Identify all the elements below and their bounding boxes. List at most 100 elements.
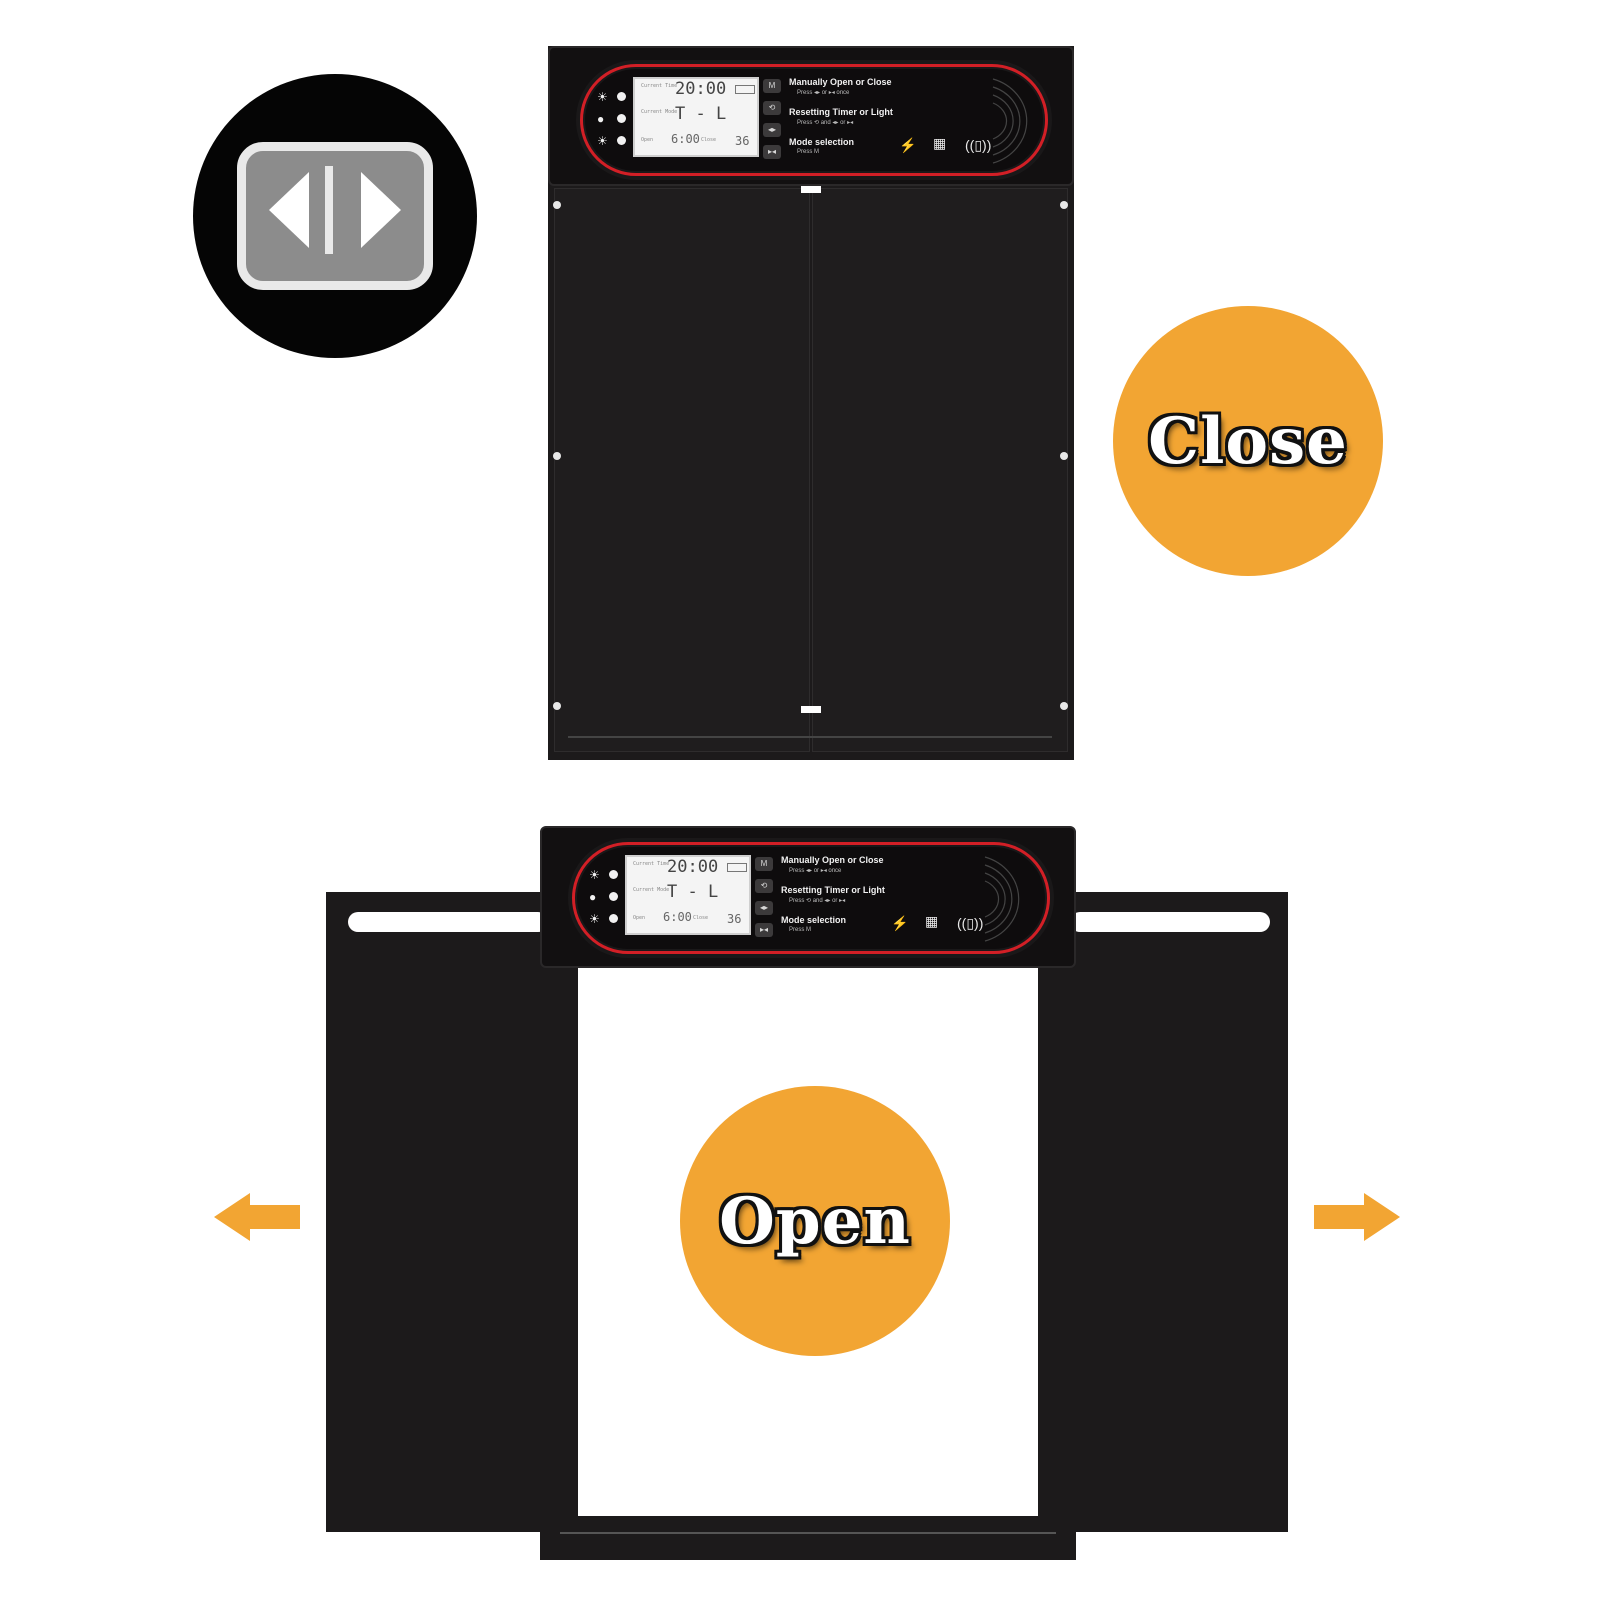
reset-button[interactable]: ⟲ (755, 879, 773, 893)
frame-bottom (540, 1516, 1076, 1560)
open-label: Open (719, 1183, 911, 1259)
rivet (553, 702, 561, 710)
slide-slot (348, 912, 548, 932)
instruction-sub: Press M (797, 149, 820, 155)
decorative-arcs (992, 78, 1028, 164)
lcd-open-label: Open (633, 915, 646, 921)
instruction-sub: Press ◂▸ or ▸◂ once (789, 868, 842, 874)
control-box: ☀ ● ☀ Current Time 20:00 Current Mode T … (548, 46, 1074, 186)
control-panel: ☀ ● ☀ Current Time 20:00 Current Mode T … (572, 842, 1050, 954)
open-button[interactable]: ◂▸ (755, 901, 773, 915)
mode-button[interactable]: M (755, 857, 773, 871)
lcd-time: 20:00 (675, 79, 727, 99)
lcd-time-label: Current Time (633, 861, 670, 867)
sun-icon: ☀ (589, 868, 600, 882)
reset-button[interactable]: ⟲ (763, 101, 781, 115)
instruction-mode: Mode selection Press M (789, 137, 854, 155)
lcd-time: 20:00 (667, 857, 719, 877)
instruction-sub: Press ⟲ and ◂▸ or ▸◂ (797, 120, 854, 126)
bottom-guide (801, 706, 821, 713)
light-icon: ☀ (589, 912, 600, 926)
frame-left (540, 966, 578, 1560)
lcd-close-label: Close (701, 137, 717, 143)
instruction-mode: Mode selection Press M (781, 915, 846, 933)
lcd-time-label: Current Time (641, 83, 678, 89)
lcd-screen: Current Time 20:00 Current Mode T - L Op… (625, 855, 751, 935)
lcd-mode-label: Current Mode (633, 887, 670, 893)
solar-panel-icon: ▦ (933, 135, 947, 151)
battery-icon: ⚡ (891, 915, 909, 931)
button-frame (237, 142, 433, 290)
mode-button[interactable]: M (763, 79, 781, 93)
led-indicator (609, 892, 618, 901)
close-label: Close (1148, 403, 1348, 479)
lcd-close-label: Close (693, 915, 709, 921)
left-door-panel (554, 188, 810, 752)
lcd-mode: T - L (675, 104, 727, 124)
right-door-panel (812, 188, 1068, 752)
close-button[interactable]: ▸◂ (755, 923, 773, 937)
lcd-mode: T - L (667, 882, 719, 902)
instruction-sub: Press ⟲ and ◂▸ or ▸◂ (789, 898, 846, 904)
arrow-left-icon (214, 1193, 300, 1241)
moon-icon: ● (597, 112, 605, 126)
instruction-manual: Manually Open or Close Press ◂▸ or ▸◂ on… (781, 855, 884, 874)
led-indicator (609, 870, 618, 879)
remote-icon: ((▯)) (965, 137, 992, 153)
bottom-track (568, 736, 1052, 738)
frame-right (1038, 966, 1076, 1560)
arrow-right-icon (1314, 1193, 1400, 1241)
lcd-mode-label: Current Mode (641, 109, 678, 115)
remote-icon: ((▯)) (957, 915, 984, 931)
instruction-manual: Manually Open or Close Press ◂▸ or ▸◂ on… (789, 77, 892, 96)
light-icon: ☀ (597, 134, 608, 148)
instruction-reset: Resetting Timer or Light Press ⟲ and ◂▸ … (789, 107, 893, 126)
instruction-title: Resetting Timer or Light (781, 885, 885, 895)
battery-level-icon (727, 863, 747, 872)
rivet (1060, 702, 1068, 710)
lcd-open-label: Open (641, 137, 654, 143)
open-label-badge: Open (680, 1086, 950, 1356)
sun-icon: ☀ (597, 90, 608, 104)
moon-icon: ● (589, 890, 597, 904)
lcd-close-value: 36 (727, 912, 742, 926)
lcd-open-value: 6:00 (671, 132, 700, 146)
instruction-reset: Resetting Timer or Light Press ⟲ and ◂▸ … (781, 885, 885, 904)
slide-slot (1070, 912, 1270, 932)
battery-level-icon (735, 85, 755, 94)
left-sliding-panel (326, 892, 576, 1532)
instruction-title: Resetting Timer or Light (789, 107, 893, 117)
rivet (1060, 201, 1068, 209)
bottom-track (560, 1532, 1056, 1534)
rivet (553, 201, 561, 209)
open-door-frame (540, 966, 1076, 1560)
closed-door: ☀ ● ☀ Current Time 20:00 Current Mode T … (548, 46, 1074, 760)
instruction-title: Manually Open or Close (789, 77, 892, 87)
led-indicator (609, 914, 618, 923)
instruction-title: Mode selection (781, 915, 847, 925)
lcd-screen: Current Time 20:00 Current Mode T - L Op… (633, 77, 759, 157)
rivet (553, 452, 561, 460)
instruction-title: Manually Open or Close (781, 855, 884, 865)
arrows-icon (269, 166, 401, 254)
close-button[interactable]: ▸◂ (763, 145, 781, 159)
right-sliding-panel (1040, 892, 1288, 1532)
solar-panel-icon: ▦ (925, 913, 939, 929)
control-panel: ☀ ● ☀ Current Time 20:00 Current Mode T … (580, 64, 1048, 176)
led-indicator (617, 114, 626, 123)
battery-icon: ⚡ (899, 137, 917, 153)
led-indicator (617, 92, 626, 101)
control-box: ☀ ● ☀ Current Time 20:00 Current Mode T … (540, 826, 1076, 968)
instruction-sub: Press M (789, 927, 812, 933)
decorative-arcs (984, 856, 1020, 942)
lcd-close-value: 36 (735, 134, 750, 148)
instruction-title: Mode selection (789, 137, 855, 147)
lcd-open-value: 6:00 (663, 910, 692, 924)
close-label-badge: Close (1113, 306, 1383, 576)
open-close-button-icon (193, 74, 477, 358)
open-button[interactable]: ◂▸ (763, 123, 781, 137)
top-guide (801, 186, 821, 193)
instruction-sub: Press ◂▸ or ▸◂ once (797, 90, 850, 96)
rivet (1060, 452, 1068, 460)
led-indicator (617, 136, 626, 145)
